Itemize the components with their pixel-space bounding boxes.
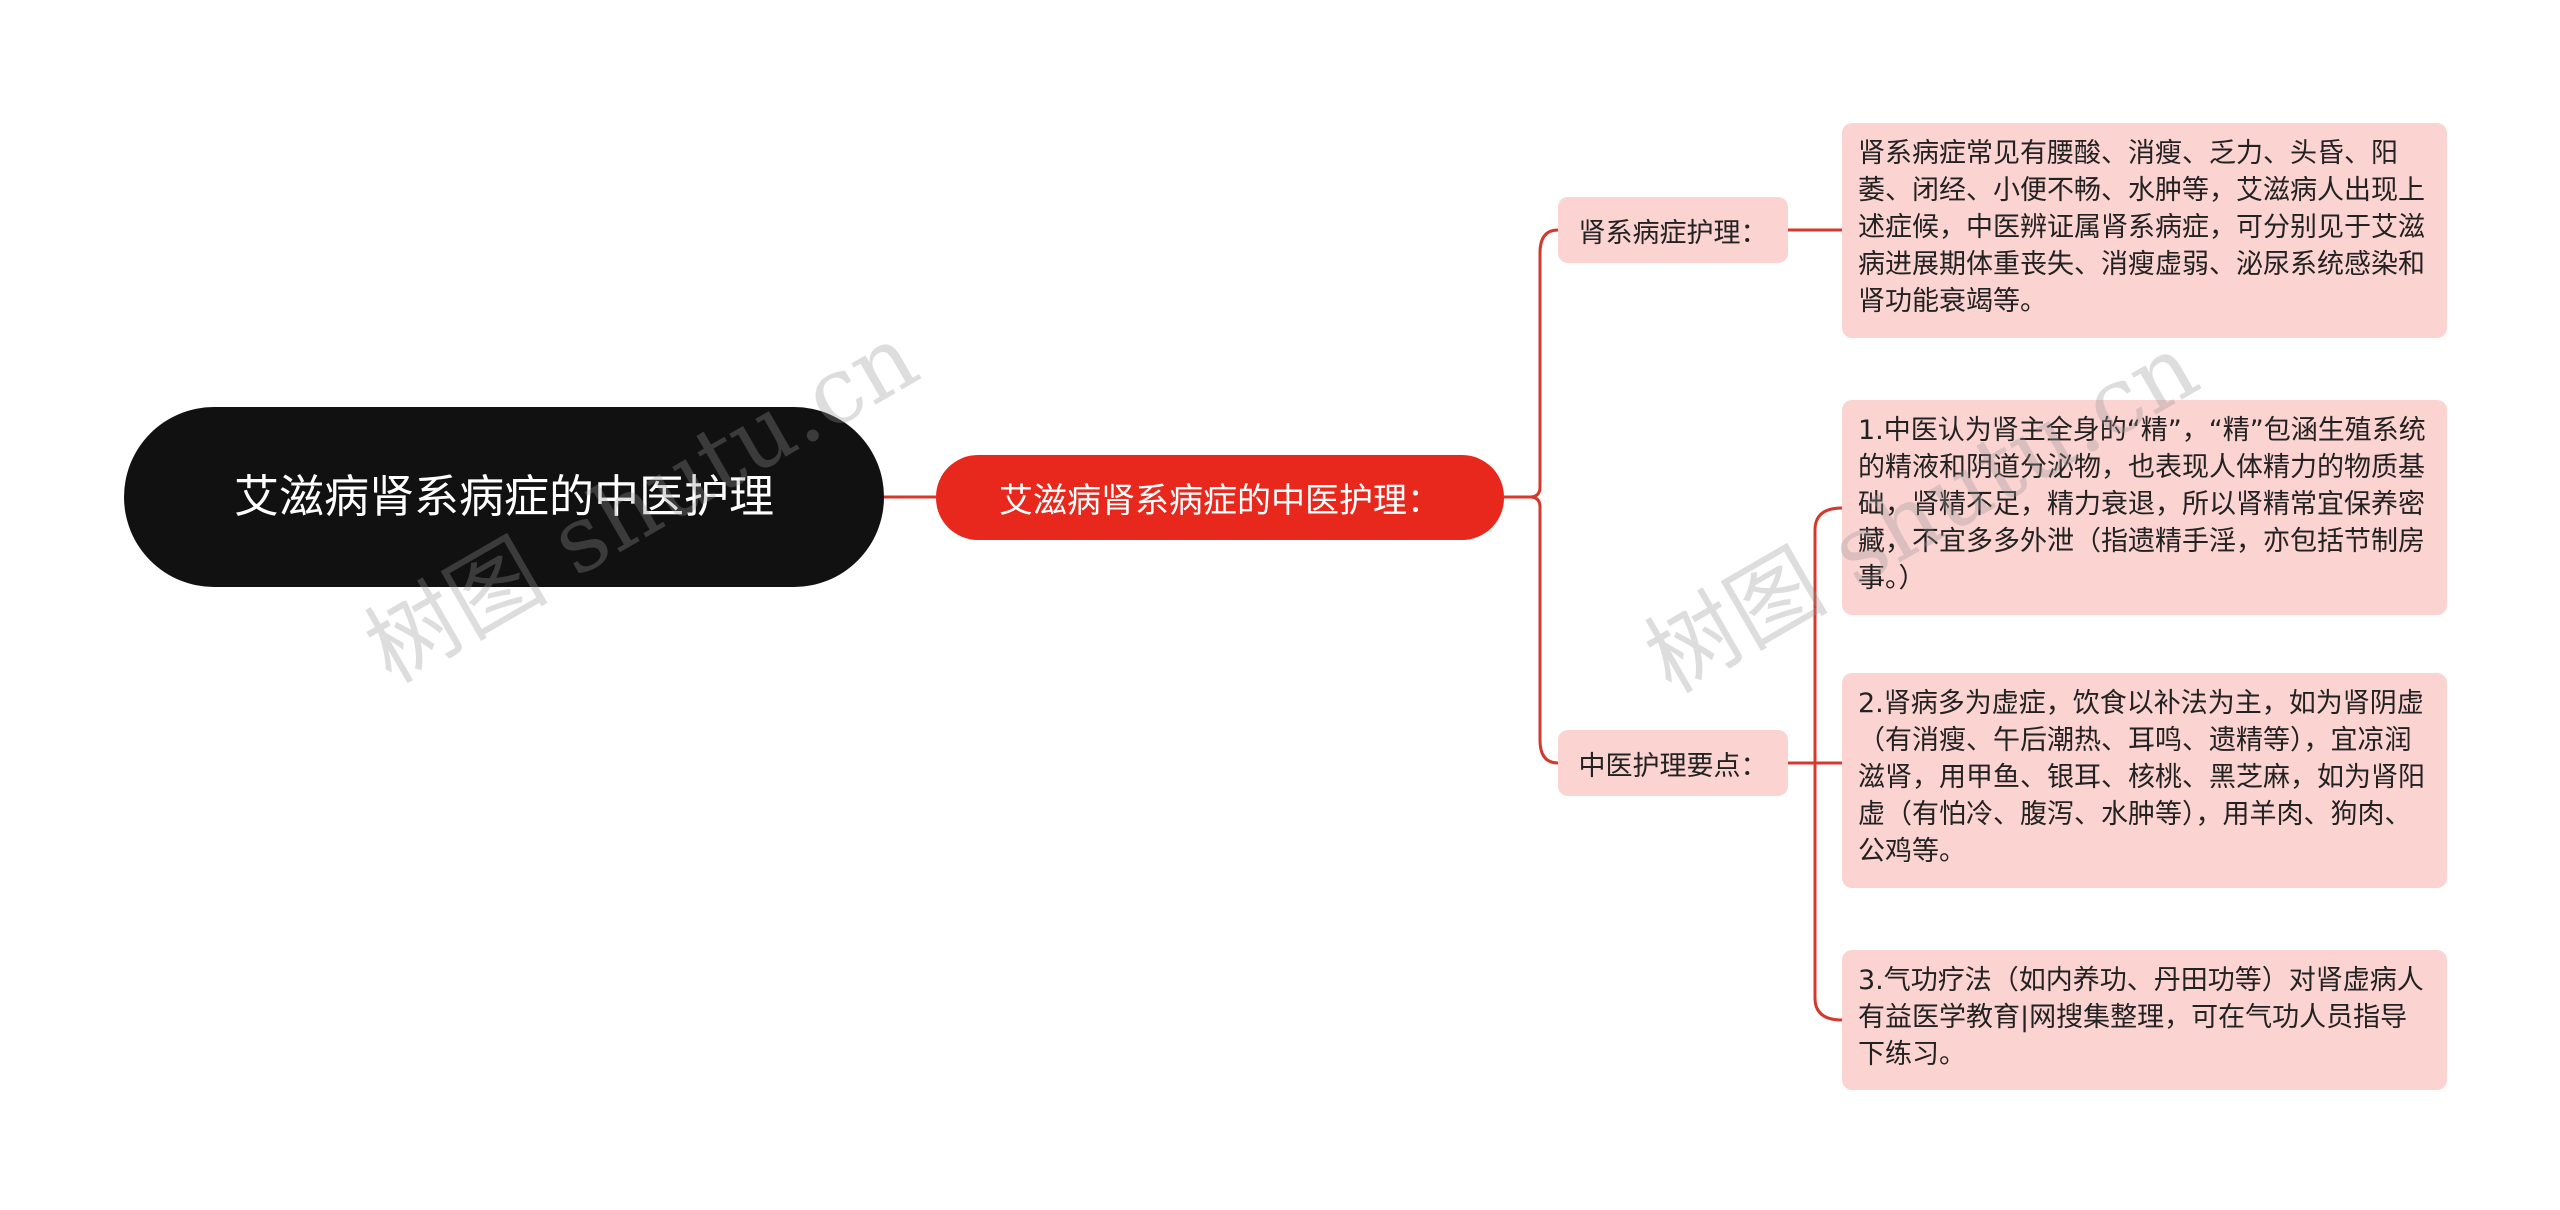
leaf-node-care-point-2[interactable]: 2.肾病多为虚症，饮食以补法为主，如为肾阴虚（有消瘦、午后潮热、耳鸣、遗精等），… (1842, 673, 2447, 888)
branch-label: 中医护理要点： (1578, 750, 1768, 782)
leaf-text: 肾系病症常见有腰酸、消瘦、乏力、头昏、阳萎、闭经、小便不畅、水肿等，艾滋病人出现… (1858, 138, 2425, 317)
connector-main-branch-1 (1504, 228, 1559, 499)
leaf-text: 2.肾病多为虚症，饮食以补法为主，如为肾阴虚（有消瘦、午后潮热、耳鸣、遗精等），… (1858, 688, 2425, 867)
root-title: 艾滋病肾系病症的中医护理 (234, 470, 775, 523)
main-topic-title: 艾滋病肾系病症的中医护理： (999, 481, 1441, 521)
connector-branch2-leaf-1 (1813, 506, 1843, 763)
leaf-text: 3.气功疗法（如内养功、丹田功等）对肾虚病人有益医学教育|网搜集整理，可在气功人… (1858, 965, 2424, 1070)
branch-node-tcm-care-points[interactable]: 中医护理要点： (1558, 730, 1788, 796)
main-topic-node[interactable]: 艾滋病肾系病症的中医护理： (936, 455, 1504, 540)
leaf-node-kidney-symptoms[interactable]: 肾系病症常见有腰酸、消瘦、乏力、头昏、阳萎、闭经、小便不畅、水肿等，艾滋病人出现… (1842, 123, 2447, 338)
leaf-node-care-point-3[interactable]: 3.气功疗法（如内养功、丹田功等）对肾虚病人有益医学教育|网搜集整理，可在气功人… (1842, 950, 2447, 1090)
connector-main-branch-2 (1529, 495, 1559, 765)
leaf-node-care-point-1[interactable]: 1.中医认为肾主全身的“精”，“精”包涵生殖系统的精液和阴道分泌物，也表现人体精… (1842, 400, 2447, 615)
connector-branch2-leaf-3 (1813, 763, 1843, 1022)
branch-node-kidney-care[interactable]: 肾系病症护理： (1558, 197, 1788, 263)
leaf-text: 1.中医认为肾主全身的“精”，“精”包涵生殖系统的精液和阴道分泌物，也表现人体精… (1858, 415, 2426, 594)
root-node[interactable]: 艾滋病肾系病症的中医护理 (124, 407, 884, 587)
branch-label: 肾系病症护理： (1578, 217, 1768, 249)
